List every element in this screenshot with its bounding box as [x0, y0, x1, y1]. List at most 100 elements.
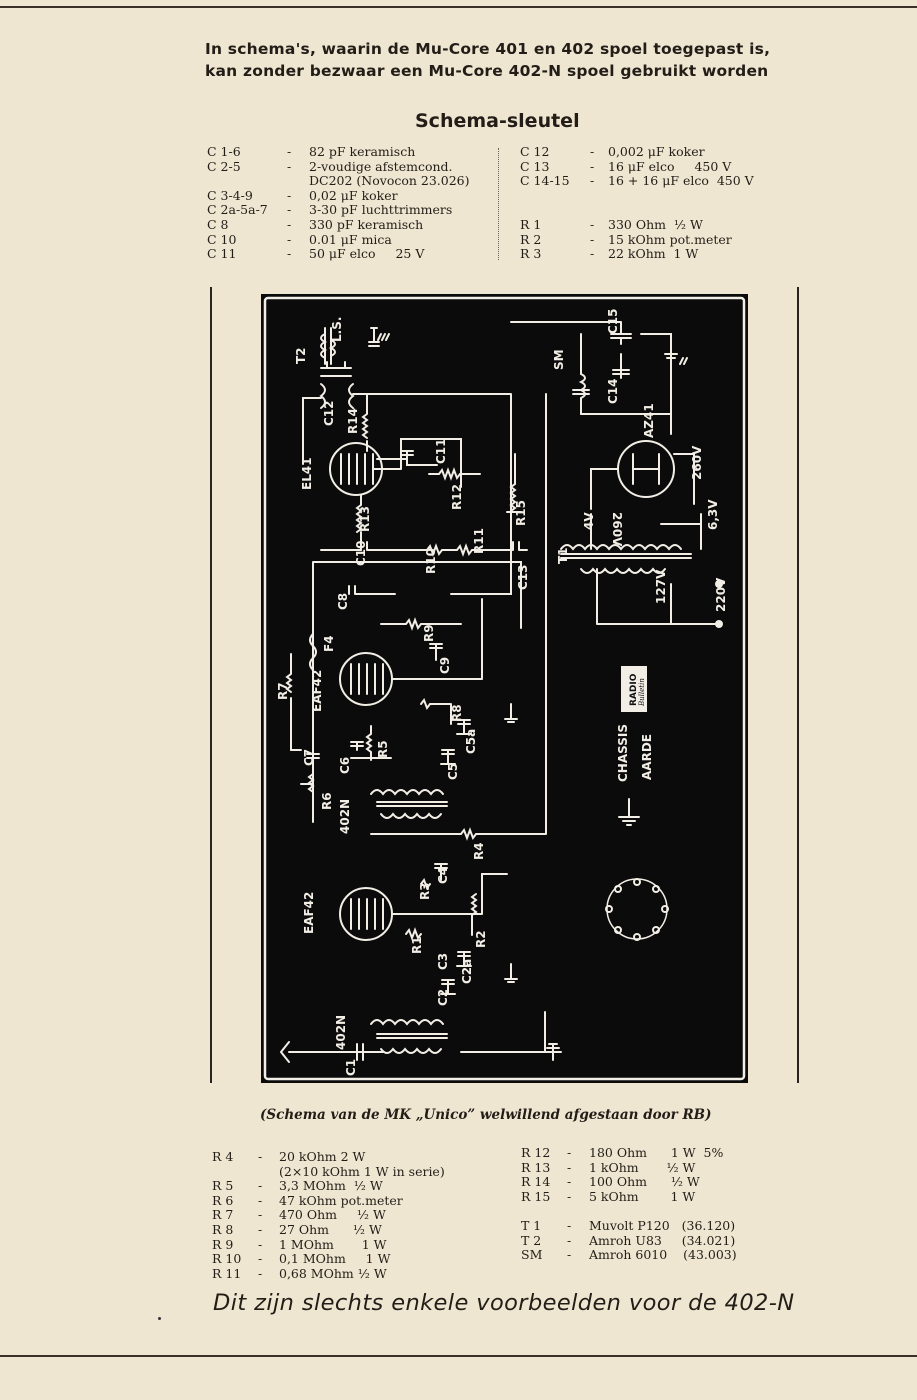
label-chassis: CHASSIS — [616, 724, 630, 782]
part-dash: - — [287, 231, 292, 247]
part-dash: - — [590, 246, 595, 262]
label-eaf42-2: EAF42 — [302, 892, 316, 934]
part-label: R 3 — [520, 246, 542, 262]
part-value: 100 Ohm ½ W — [589, 1174, 700, 1190]
stamp-radio: RADIO — [629, 673, 639, 706]
part-dash: - — [258, 1178, 263, 1194]
label-r7: R7 — [276, 682, 290, 700]
part-label: R 6 — [212, 1192, 234, 1208]
label-260v-2: 260V — [610, 512, 624, 547]
list-item: (2×10 kOhm 1 W in serie) — [212, 1164, 512, 1180]
key-title: Schema-sleutel — [415, 110, 580, 132]
label-aarde: AARDE — [640, 734, 654, 780]
label-ls: L.S. — [330, 317, 344, 342]
part-label: C 1-6 — [207, 144, 241, 159]
label-f4: F4 — [322, 635, 336, 652]
label-402n-2: 402N — [334, 1015, 348, 1050]
list-item: C 3-4-9-0,02 μF koker — [207, 187, 497, 204]
part-dash: - — [567, 1217, 572, 1233]
part-value: 470 Ohm ½ W — [279, 1207, 386, 1223]
list-item: R 12-180 Ohm 1 W 5% — [521, 1145, 791, 1161]
label-c13: C13 — [516, 564, 530, 590]
list-item — [520, 189, 800, 204]
bottom-rule — [0, 1355, 917, 1357]
part-value: 0,002 μF koker — [608, 144, 705, 159]
list-item: R 2-15 kOhm pot.meter — [520, 231, 800, 248]
part-dash: - — [258, 1207, 263, 1223]
part-label: SM — [521, 1247, 543, 1263]
label-c7: C7 — [302, 749, 316, 766]
part-label: R 2 — [520, 231, 542, 247]
part-label: R 7 — [212, 1207, 234, 1223]
part-label: C 2a-5a-7 — [207, 202, 268, 218]
part-label: R 5 — [212, 1178, 234, 1194]
part-dash: - — [567, 1145, 572, 1160]
list-item: SM-Amroh 6010 (43.003) — [521, 1248, 791, 1263]
part-dash: - — [287, 144, 292, 159]
part-dash: - — [567, 1174, 572, 1190]
list-item: C 14-15-16 + 16 μF elco 450 V — [520, 174, 800, 189]
label-r8: R8 — [450, 704, 464, 722]
label-t2: T2 — [294, 347, 308, 364]
part-label: R 14 — [521, 1174, 551, 1190]
label-4v: 4V — [582, 512, 596, 530]
label-220v: 220V — [714, 577, 728, 612]
part-dash: - — [567, 1232, 572, 1248]
label-c15: C15 — [606, 308, 620, 334]
label-r5: R5 — [376, 740, 390, 758]
part-label: R 9 — [212, 1236, 234, 1252]
part-dash: - — [258, 1251, 263, 1267]
part-dash: - — [287, 216, 292, 232]
part-label: C 10 — [207, 231, 237, 247]
label-c10: C10 — [354, 540, 368, 566]
label-c1: C1 — [344, 1059, 358, 1076]
heading-line-2: kan zonder bezwaar een Mu-Core 402-N spo… — [205, 62, 769, 80]
part-dash: - — [567, 1247, 572, 1263]
radio-bulletin-stamp: RADIO Bulletin — [621, 666, 647, 712]
label-r2: R2 — [474, 930, 488, 948]
part-dash: - — [258, 1221, 263, 1237]
list-item: T 2-Amroh U83 (34.021) — [521, 1232, 791, 1249]
part-label: C 2-5 — [207, 158, 241, 174]
label-c5: C5 — [446, 763, 460, 780]
part-dash: - — [287, 202, 292, 218]
label-r9: R9 — [422, 624, 436, 642]
part-label: C 12 — [520, 144, 550, 159]
part-value: 2-voudige afstemcond. — [309, 158, 453, 174]
part-value: 0,68 MOhm ½ W — [279, 1265, 387, 1281]
part-value: 5 kOhm 1 W — [589, 1188, 696, 1204]
part-value: Amroh U83 (34.021) — [589, 1232, 736, 1248]
list-item — [520, 203, 800, 218]
part-value: 47 kOhm pot.meter — [279, 1192, 403, 1208]
part-value: 0,02 μF koker — [309, 187, 398, 203]
label-sm: SM — [552, 349, 566, 370]
part-dash: - — [258, 1265, 263, 1281]
footer-note: Dit zijn slechts enkele voorbeelden voor… — [213, 1290, 795, 1316]
part-label: R 8 — [212, 1221, 234, 1237]
label-r1: R1 — [410, 936, 424, 954]
part-value: 3,3 MOhm ½ W — [279, 1178, 383, 1194]
part-dash: - — [258, 1236, 263, 1252]
label-402n-1: 402N — [338, 799, 352, 834]
part-value: 0.01 μF mica — [309, 231, 392, 247]
part-label: C 3-4-9 — [207, 187, 253, 203]
label-c9: C9 — [438, 657, 452, 674]
frame-left-rule — [210, 287, 212, 1083]
part-dash: - — [590, 216, 595, 232]
part-dash: - — [590, 173, 595, 189]
top-rule — [0, 6, 917, 8]
stamp-bulletin: Bulletin — [638, 678, 646, 707]
part-value: 50 μF elco 25 V — [309, 246, 425, 262]
list-item: R 4-20 kOhm 2 W — [212, 1149, 512, 1165]
part-value: 0,1 MOhm 1 W — [279, 1251, 391, 1267]
part-dash: - — [287, 158, 292, 174]
label-c3: C3 — [436, 953, 450, 970]
part-dash: - — [567, 1188, 572, 1204]
label-el41: EL41 — [300, 457, 314, 490]
label-r14: R14 — [346, 408, 360, 434]
label-c12: C12 — [322, 400, 336, 426]
parts-list-left: R 4-20 kOhm 2 W(2×10 kOhm 1 W in serie)R… — [212, 1149, 512, 1281]
part-value: 330 pF keramisch — [309, 216, 424, 232]
part-label: C 13 — [520, 158, 550, 174]
list-item: C 10 - 0.01 μF mica — [207, 231, 497, 248]
